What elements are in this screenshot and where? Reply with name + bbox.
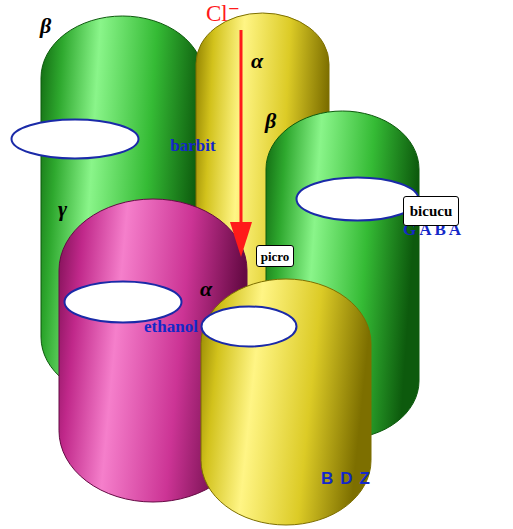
binding-site-oval: ethanol bbox=[63, 280, 183, 324]
antagonist-name: bicucu bbox=[410, 204, 453, 219]
subunit-letter: α bbox=[200, 278, 212, 300]
oval-body bbox=[12, 120, 139, 159]
oval-body bbox=[297, 178, 419, 221]
antagonist-box: picro bbox=[256, 245, 294, 267]
antagonist-name: picro bbox=[261, 250, 290, 263]
ion-label: Cl⁻ bbox=[206, 1, 240, 26]
cylinder-body bbox=[201, 279, 371, 525]
subunit-cylinder: BDZ α bbox=[200, 278, 372, 526]
subunit-letter: β bbox=[265, 110, 276, 132]
oval-outline bbox=[10, 118, 140, 160]
binding-site-oval: GABA bbox=[295, 176, 420, 222]
oval-body bbox=[202, 307, 297, 347]
ligand-name: BDZ bbox=[321, 470, 377, 487]
subunit-letter: γ bbox=[58, 198, 67, 220]
ligand-name: barbit bbox=[170, 137, 215, 154]
subunit-letter: β bbox=[40, 15, 51, 37]
oval-body bbox=[65, 282, 182, 323]
oval-outline bbox=[200, 305, 298, 348]
oval-outline bbox=[295, 176, 420, 222]
label-holder: Cl⁻ bbox=[206, 2, 240, 25]
binding-site-oval: BDZ bbox=[200, 305, 298, 348]
subunit-letter: α bbox=[251, 50, 263, 72]
subunit-cylinder: ethanol γ bbox=[58, 198, 248, 503]
cylinder-outline bbox=[265, 110, 420, 440]
antagonist-box: bicucu bbox=[403, 196, 459, 226]
subunit-cylinder: GABA β bbox=[265, 110, 420, 440]
binding-site-oval: barbit bbox=[10, 118, 140, 160]
cylinder-outline bbox=[58, 198, 248, 503]
ligand-name: ethanol bbox=[144, 318, 198, 335]
